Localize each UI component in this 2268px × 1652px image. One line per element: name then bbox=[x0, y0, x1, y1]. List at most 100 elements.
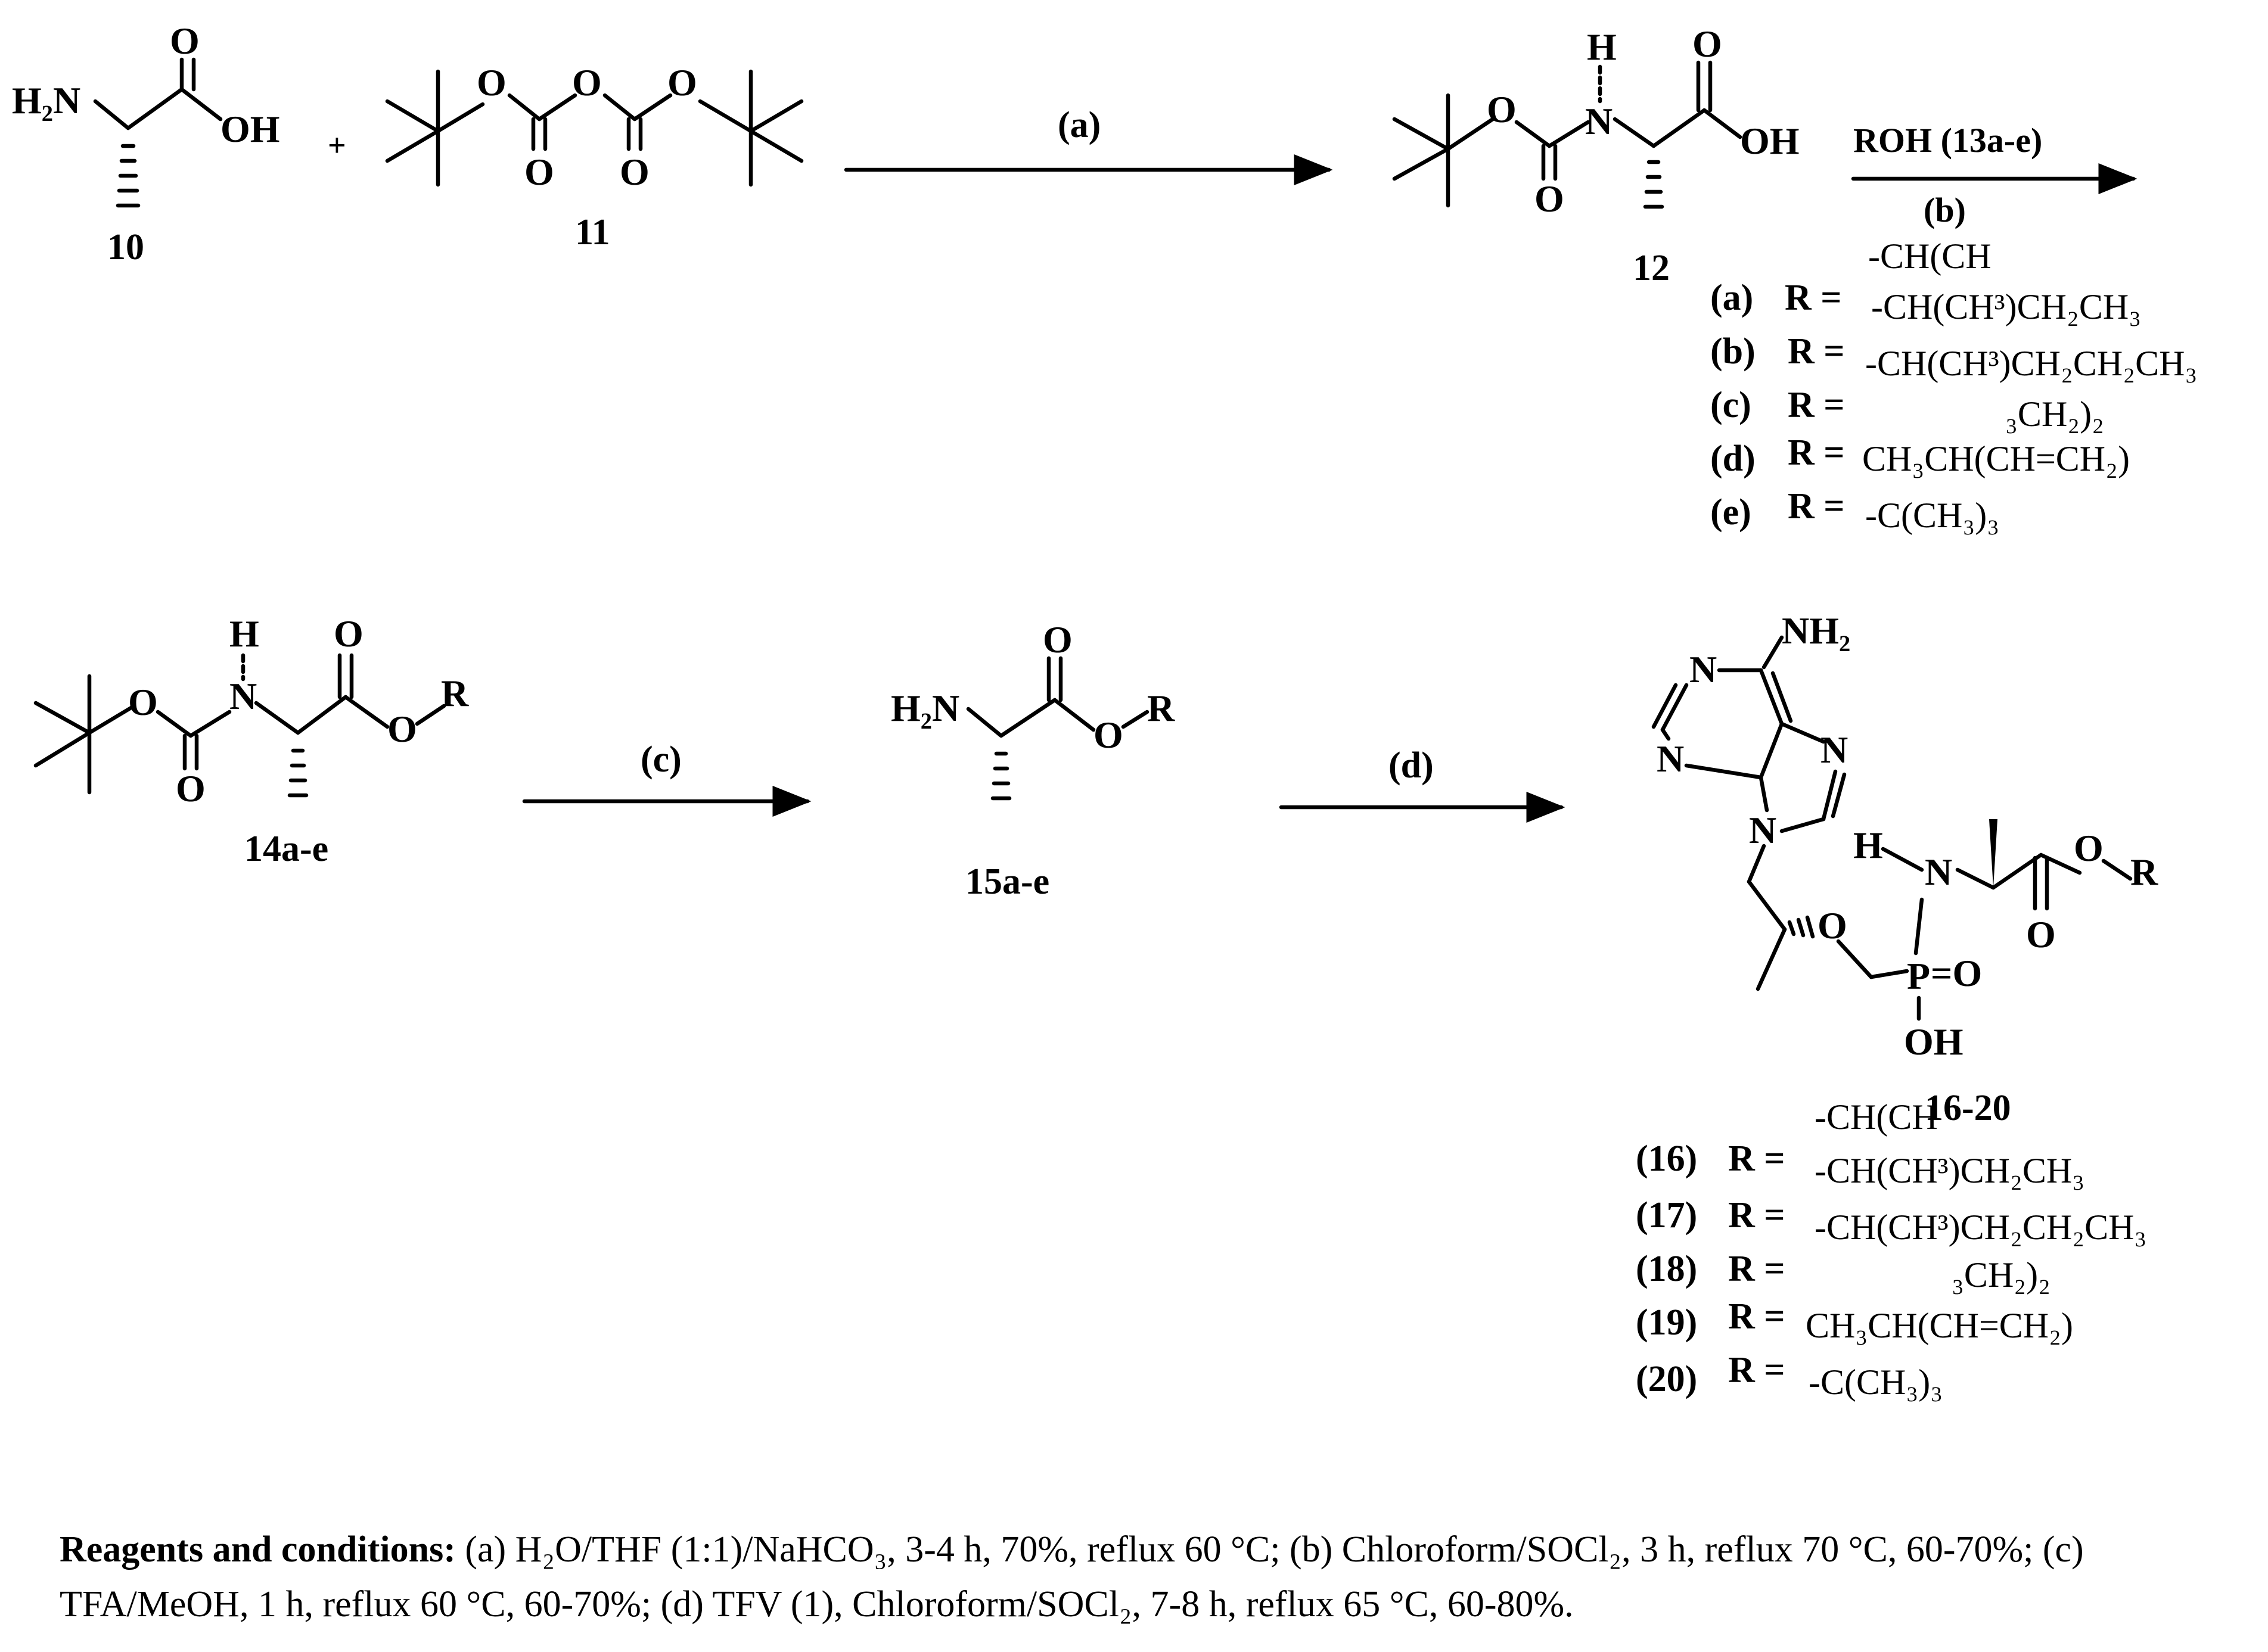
atom-o: O bbox=[387, 708, 417, 750]
compound-12-label: 12 bbox=[1633, 248, 1670, 288]
r-table-1-value-f: -C(CH₃)₃ bbox=[1865, 496, 1999, 535]
r-table-2-r-extra: R = bbox=[1728, 1350, 1785, 1390]
atom-o: O bbox=[1692, 23, 1722, 65]
atom-o: O bbox=[334, 612, 363, 655]
r-table-1-r-b: R = bbox=[1788, 331, 1845, 372]
atom-h: H bbox=[229, 612, 259, 655]
atom-oh: OH bbox=[220, 108, 280, 150]
atom-n: N bbox=[1749, 809, 1776, 851]
r-table-1-id-c: (c) bbox=[1710, 385, 1751, 425]
compound-11-label: 11 bbox=[575, 212, 610, 253]
compound-16-20-label: 16-20 bbox=[1925, 1088, 2011, 1128]
atom-r: R bbox=[2130, 851, 2158, 893]
atom-r: R bbox=[1147, 687, 1175, 729]
r-table-2-value-18: -CH(CH³)CH₂CH₂CH₃ bbox=[1815, 1208, 2146, 1247]
atom-o: O bbox=[1534, 178, 1564, 220]
r-table-1-value-d: ₃CH₂)₂ bbox=[2005, 394, 2104, 434]
r-table-2-value-17: -CH(CH³)CH₂CH₃ bbox=[1815, 1151, 2084, 1190]
r-table-2-r-17: R = bbox=[1728, 1195, 1785, 1236]
atom-o: O bbox=[2026, 913, 2056, 956]
atom-h2n: H₂N bbox=[12, 79, 80, 122]
r-table-2-value-16: -CH(CH bbox=[1815, 1097, 1938, 1137]
atom-oh: OH bbox=[1740, 120, 1800, 162]
atom-o: O bbox=[170, 20, 200, 62]
atom-eq-o: =O bbox=[1931, 952, 1982, 994]
r-table-2-id-19: (19) bbox=[1636, 1302, 1697, 1343]
r-table-2-id-17: (17) bbox=[1636, 1195, 1697, 1236]
atom-oh: OH bbox=[1904, 1021, 1963, 1063]
atom-o: O bbox=[1817, 904, 1847, 947]
r-table-1-id-e: (e) bbox=[1710, 492, 1751, 533]
r-table-1-r-f: R = bbox=[1788, 486, 1845, 527]
atom-n: N bbox=[1820, 729, 1848, 771]
r-table-2-id-20: (20) bbox=[1636, 1359, 1697, 1399]
r-table-2-r-16: R = bbox=[1728, 1138, 1785, 1179]
atom-o: O bbox=[667, 61, 697, 104]
compound-16-20-structure: NH₂ N N N N O P =O OH bbox=[1651, 609, 2158, 1128]
atom-o: O bbox=[176, 767, 206, 810]
compound-14-label: 14a-e bbox=[244, 829, 328, 869]
r-table-1-id-d: (d) bbox=[1710, 438, 1756, 479]
caption-heading: Reagents and conditions: bbox=[60, 1529, 456, 1570]
compound-15-label: 15a-e bbox=[965, 861, 1049, 902]
r-table-2-id-18: (18) bbox=[1636, 1249, 1697, 1289]
atom-n: N bbox=[1585, 100, 1613, 142]
r-table-2-r-19: R = bbox=[1728, 1296, 1785, 1337]
r-table-2-value-19: ₃CH₂)₂ bbox=[1952, 1255, 2050, 1295]
hashed-wedge-ether bbox=[1787, 915, 1815, 939]
r-group-table-2: (16) R = -CH(CH (17) R = -CH(CH³)CH₂CH₃ … bbox=[1636, 1097, 2146, 1402]
hashed-wedge-methyl bbox=[287, 748, 309, 798]
plus-sign: + bbox=[328, 127, 346, 163]
r-table-2-id-16: (16) bbox=[1636, 1138, 1697, 1179]
step-label-d: (d) bbox=[1388, 745, 1434, 786]
reagent-roh: ROH (13a-e) bbox=[1853, 121, 2042, 160]
r-table-1-r-c: R = bbox=[1788, 385, 1845, 425]
compound-15-structure: H₂N O O R 15a-e bbox=[891, 618, 1175, 902]
compound-10-structure: H₂N O OH 10 bbox=[12, 20, 280, 267]
compound-10-label: 10 bbox=[107, 227, 144, 267]
r-table-2-value-extra: -C(CH₃)₃ bbox=[1809, 1362, 1943, 1402]
atom-o: O bbox=[2074, 827, 2104, 869]
caption-text: (a) H₂O/THF (1:1)/NaHCO₃, 3-4 h, 70%, re… bbox=[60, 1529, 2084, 1625]
atom-n: N bbox=[1925, 851, 1952, 893]
r-group-table-1: (a) R = -CH(CH (b) R = -CH(CH³)CH₂CH₃ (c… bbox=[1710, 237, 2197, 535]
atom-n: N bbox=[229, 675, 257, 717]
r-table-1-id-a: (a) bbox=[1710, 278, 1753, 318]
hashed-wedge-methyl bbox=[116, 144, 141, 208]
atom-r: R bbox=[441, 672, 469, 714]
atom-h: H bbox=[1853, 824, 1883, 866]
compound-11-structure: O O O O O 11 bbox=[385, 61, 804, 253]
r-table-1-value-c: -CH(CH³)CH₂CH₂CH₃ bbox=[1865, 344, 2197, 383]
compound-14-structure: O O N H O O R 14a-e bbox=[33, 612, 469, 869]
atom-p: P bbox=[1907, 955, 1930, 997]
hashed-wedge-methyl bbox=[990, 751, 1012, 801]
r-table-1-value-b: -CH(CH³)CH₂CH₃ bbox=[1871, 287, 2141, 326]
atom-o: O bbox=[572, 61, 602, 104]
reagents-caption: Reagents and conditions: (a) H₂O/THF (1:… bbox=[60, 1522, 2229, 1632]
atom-o: O bbox=[524, 151, 554, 193]
step-label-b: (b) bbox=[1924, 191, 1966, 229]
atom-h: H bbox=[1587, 26, 1617, 68]
atom-n: N bbox=[1689, 648, 1717, 690]
r-table-2-r-18: R = bbox=[1728, 1249, 1785, 1289]
step-label-a: (a) bbox=[1058, 105, 1101, 145]
hashed-wedge-methyl bbox=[1643, 160, 1664, 209]
r-table-1-r-a: R = bbox=[1785, 278, 1842, 318]
r-table-1-id-b: (b) bbox=[1710, 331, 1756, 372]
r-table-2-value-20: CH₃CH(CH=CH₂) bbox=[1806, 1306, 2073, 1345]
compound-12-structure: O O N H O OH 12 bbox=[1392, 23, 1800, 288]
atom-o: O bbox=[620, 151, 650, 193]
atom-nh2: NH₂ bbox=[1782, 609, 1850, 652]
atom-o: O bbox=[477, 61, 507, 104]
atom-h2n: H₂N bbox=[891, 687, 959, 729]
r-table-1-value-a: -CH(CH bbox=[1868, 237, 1992, 276]
atom-o: O bbox=[1043, 618, 1073, 661]
atom-o: O bbox=[1487, 88, 1517, 130]
r-table-1-value-e: CH₃CH(CH=CH₂) bbox=[1862, 439, 2130, 478]
atom-n: N bbox=[1657, 738, 1684, 780]
r-table-1-r-d: R = bbox=[1788, 433, 1845, 473]
wedge-methyl bbox=[1989, 819, 1997, 888]
step-label-c: (c) bbox=[641, 739, 682, 780]
